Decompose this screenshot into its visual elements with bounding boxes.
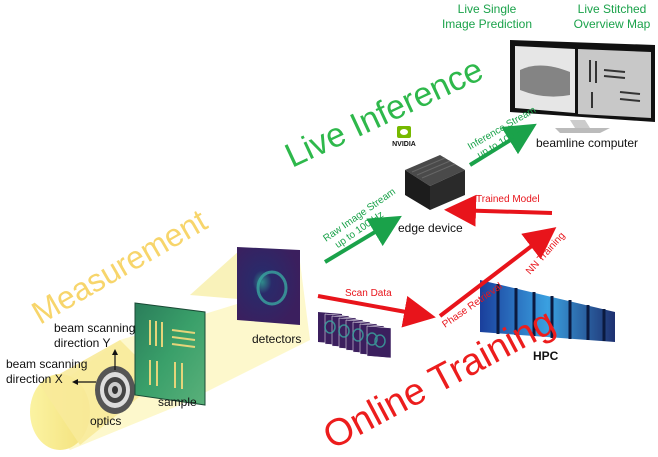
raw-image-stream-arrow bbox=[323, 215, 402, 264]
edge-device-label: edge device bbox=[398, 221, 463, 235]
detectors-label: detectors bbox=[252, 332, 301, 346]
scan-data-arrow bbox=[317, 294, 436, 328]
detector-panel bbox=[237, 247, 300, 325]
beam-y-label-2: direction Y bbox=[54, 336, 110, 350]
trained-model-arrow bbox=[444, 194, 553, 227]
hpc-racks bbox=[480, 280, 615, 342]
trained-model-label: Trained Model bbox=[476, 194, 540, 205]
scan-data-label: Scan Data bbox=[345, 288, 392, 299]
beam-x-label: beam scanning bbox=[6, 357, 87, 371]
live-single-label-2: Image Prediction bbox=[442, 17, 532, 31]
sample-label: sample bbox=[158, 395, 197, 409]
beam-y-label: beam scanning bbox=[54, 321, 135, 335]
edge-device bbox=[405, 155, 465, 210]
nvidia-logo-icon: NVIDIA bbox=[392, 126, 416, 148]
beam-x-label-2: direction X bbox=[6, 372, 63, 386]
sample-image bbox=[134, 302, 206, 406]
hpc-label: HPC bbox=[533, 349, 559, 363]
live-inference-title: Live Inference bbox=[279, 51, 489, 176]
live-stitched-label: Live Stitched bbox=[578, 2, 647, 16]
beamline-computer-monitor bbox=[510, 40, 655, 133]
optics-zone-plate bbox=[95, 366, 135, 414]
svg-text:NVIDIA: NVIDIA bbox=[392, 141, 416, 148]
optics-label: optics bbox=[90, 414, 121, 428]
scan-data-stack bbox=[318, 312, 392, 359]
beamline-computer-label: beamline computer bbox=[536, 136, 638, 150]
inference-stream-arrow bbox=[468, 123, 537, 167]
live-single-label: Live Single bbox=[458, 2, 517, 16]
nn-training-arrow bbox=[438, 227, 557, 318]
live-stitched-label-2: Overview Map bbox=[574, 17, 651, 31]
